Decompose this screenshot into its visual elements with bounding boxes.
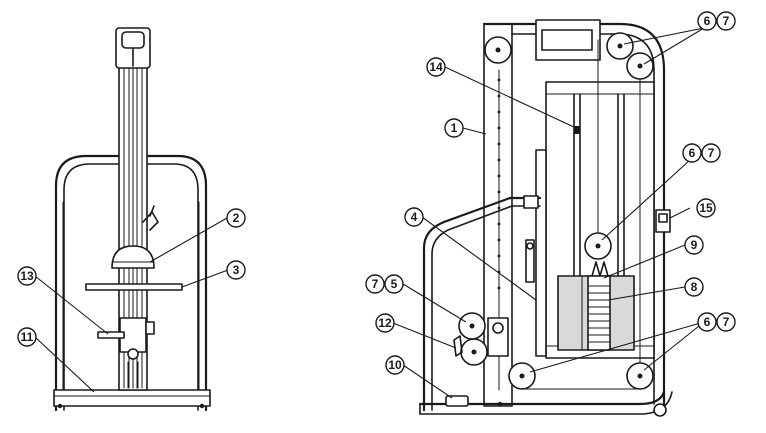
callout-7a-label: 7: [723, 14, 730, 28]
callout-12: 12: [375, 313, 395, 333]
leader-lines: [34, 27, 705, 399]
callout-8-label: 8: [691, 280, 698, 294]
callout-7b-label: 7: [708, 146, 715, 160]
callout-13-label: 13: [20, 269, 34, 283]
callout-6-mid: 6: [682, 143, 702, 163]
callout-4-label: 4: [411, 210, 418, 224]
callout-9: 9: [684, 235, 704, 255]
side-view: [418, 19, 673, 417]
callout-14-label: 14: [429, 60, 443, 74]
callout-1-label: 1: [451, 121, 458, 135]
callout-15-label: 15: [699, 201, 713, 215]
callout-15: 15: [696, 198, 716, 218]
callout-3-label: 3: [233, 263, 240, 277]
callout-6c-label: 6: [704, 315, 711, 329]
callout-7-bottom: 7: [716, 312, 736, 332]
callout-2-label: 2: [233, 211, 240, 225]
callout-5-label: 5: [391, 277, 398, 291]
weight-plates: [587, 285, 611, 343]
callout-6-top: 6: [697, 11, 717, 31]
callout-8: 8: [684, 277, 704, 297]
callout-6-bottom: 6: [697, 312, 717, 332]
callout-3: 3: [226, 260, 246, 280]
upright-holes: [497, 78, 501, 290]
callout-13: 13: [17, 266, 37, 286]
callout-7-top: 7: [716, 11, 736, 31]
callout-11-label: 11: [21, 330, 34, 344]
callout-2: 2: [226, 208, 246, 228]
callout-5: 5: [384, 274, 404, 294]
callout-6b-label: 6: [689, 146, 696, 160]
callout-12-label: 12: [378, 316, 392, 330]
callout-10-label: 10: [388, 358, 402, 372]
callout-11: 11: [17, 327, 37, 347]
callout-10: 10: [385, 355, 405, 375]
front-view: [53, 27, 211, 412]
callout-7c-label: 7: [723, 315, 730, 329]
callout-7-left: 7: [365, 274, 385, 294]
callout-6a-label: 6: [704, 14, 711, 28]
callout-9-label: 9: [691, 238, 698, 252]
callout-1: 1: [444, 118, 464, 138]
callout-14: 14: [426, 57, 446, 77]
callout-4: 4: [404, 207, 424, 227]
callout-7-mid: 7: [701, 143, 721, 163]
callout-7d-label: 7: [372, 277, 379, 291]
